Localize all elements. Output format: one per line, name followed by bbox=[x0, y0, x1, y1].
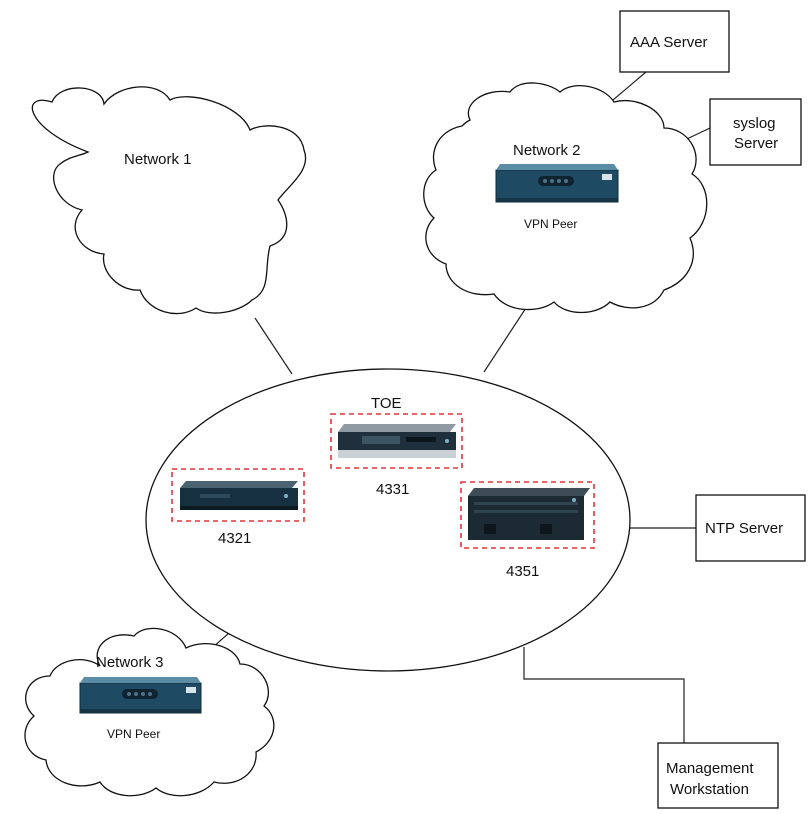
toe-label: TOE bbox=[371, 395, 402, 412]
aaa-server: AAA Server bbox=[619, 10, 730, 73]
management-workstation-box bbox=[657, 742, 779, 809]
network1-cloud-outline bbox=[31, 86, 307, 315]
ntp-server-label: NTP Server bbox=[705, 520, 783, 537]
router-4351: 4351 bbox=[460, 481, 595, 580]
router-4321-top-icon bbox=[180, 481, 298, 488]
toe-boundary: TOE 4331 4321 bbox=[145, 368, 631, 672]
router-4321: 4321 bbox=[171, 468, 305, 547]
management-workstation: Management Workstation bbox=[657, 742, 779, 809]
aaa-server-box bbox=[619, 10, 730, 73]
syslog-server: syslog Server bbox=[709, 98, 802, 166]
router-4351-label: 4351 bbox=[506, 563, 539, 580]
syslog-server-label-line2: Server bbox=[734, 135, 778, 152]
vpn-peer-vents-icon bbox=[122, 689, 158, 699]
router-4321-selection-box bbox=[171, 468, 305, 522]
network2-vpn-peer-label: VPN Peer bbox=[524, 217, 577, 231]
router-4321-front-icon bbox=[180, 488, 298, 508]
router-4331-top-icon bbox=[338, 424, 456, 432]
management-workstation-label-line2: Workstation bbox=[670, 781, 749, 798]
network2-label: Network 2 bbox=[513, 142, 581, 159]
router-4331-label: 4331 bbox=[376, 481, 409, 498]
syslog-server-label-line1: syslog bbox=[733, 115, 776, 132]
vpn-peer-top-icon bbox=[496, 164, 618, 170]
network3-label: Network 3 bbox=[96, 654, 164, 671]
network2-vpn-peer-device bbox=[495, 164, 619, 203]
network1-cloud: Network 1 bbox=[31, 86, 307, 315]
toe-ellipse bbox=[145, 368, 631, 672]
management-workstation-label-line1: Management bbox=[666, 760, 754, 777]
link-management-toe bbox=[523, 647, 685, 743]
network1-label: Network 1 bbox=[124, 151, 192, 168]
router-4321-label: 4321 bbox=[218, 530, 251, 547]
aaa-server-label: AAA Server bbox=[630, 34, 708, 51]
router-4331: 4331 bbox=[330, 413, 463, 498]
vpn-peer-vents-icon bbox=[538, 176, 574, 186]
router-4351-top-icon bbox=[468, 488, 590, 496]
network3-vpn-peer-label: VPN Peer bbox=[107, 727, 160, 741]
ntp-server: NTP Server bbox=[695, 494, 806, 562]
vpn-peer-top-icon bbox=[80, 677, 201, 683]
router-4331-selection-box bbox=[330, 413, 463, 469]
network3-vpn-peer-device bbox=[79, 677, 202, 714]
syslog-server-box bbox=[709, 98, 802, 166]
ntp-server-box bbox=[695, 494, 806, 562]
router-4351-selection-box bbox=[460, 481, 595, 549]
network3-cloud: Network 3 VPN Peer bbox=[24, 627, 275, 797]
link-network1-toe bbox=[254, 317, 293, 375]
network2-cloud: Network 2 VPN Peer bbox=[423, 82, 708, 314]
